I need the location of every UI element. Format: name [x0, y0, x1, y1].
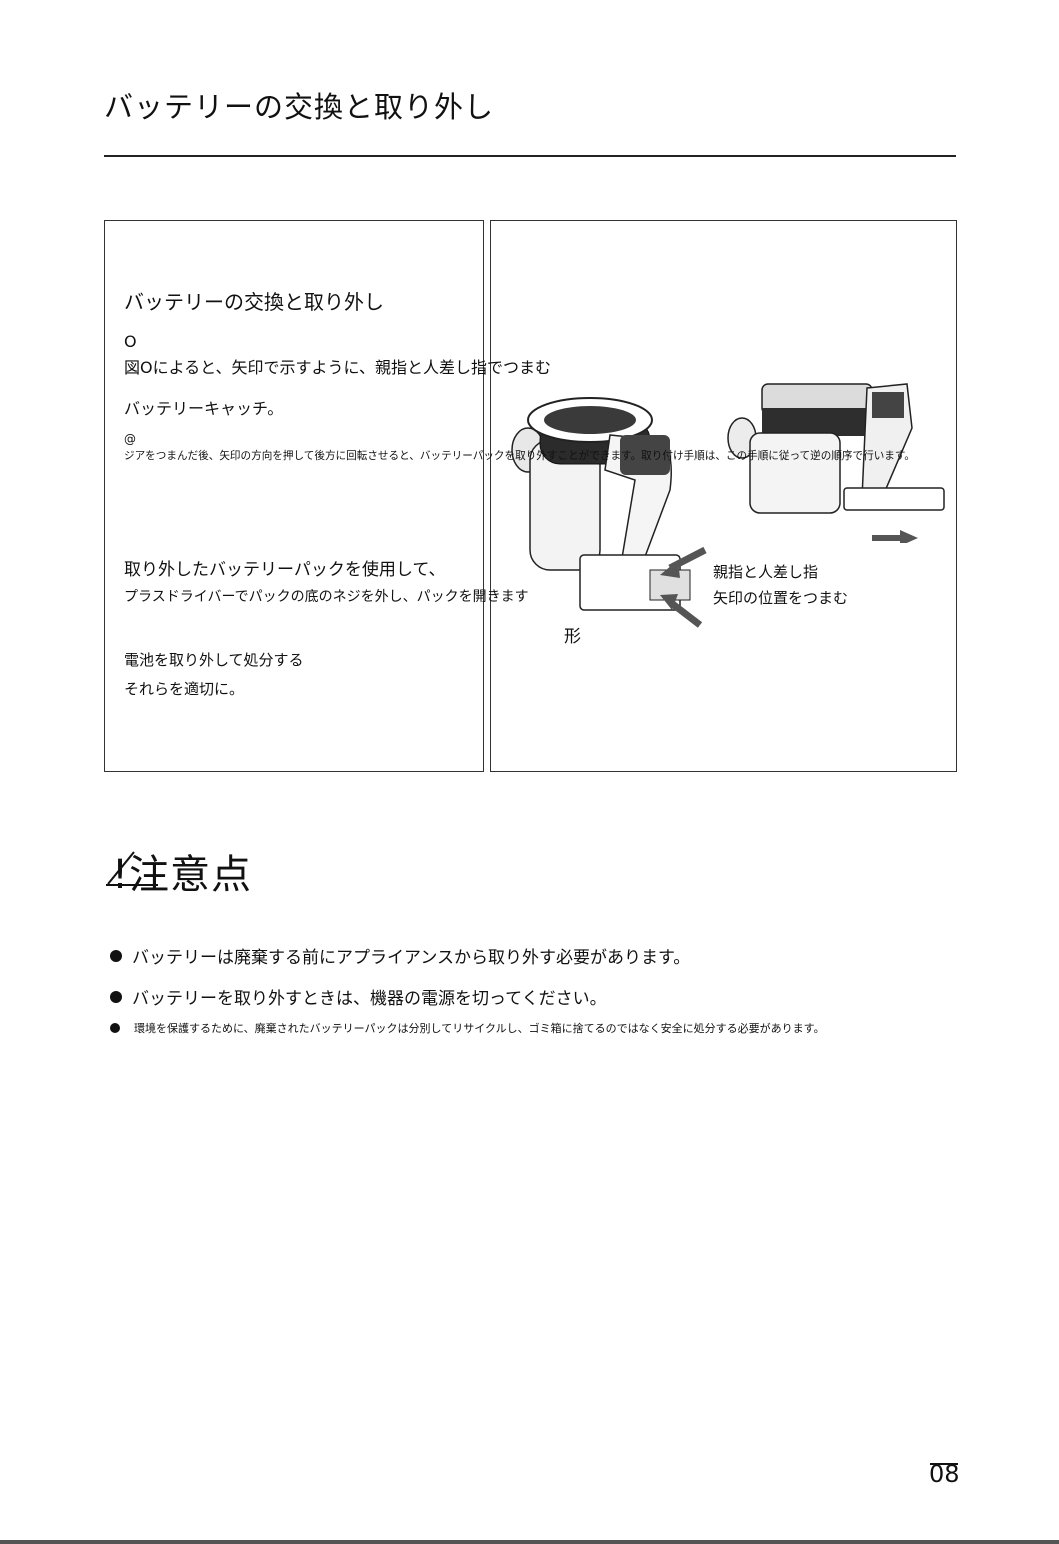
instructions-panel [104, 220, 484, 772]
vacuum-illustration-right [727, 383, 945, 543]
caution-item-text: バッテリーを取り外すときは、機器の電源を切ってください。 [132, 989, 607, 1009]
caution-item: 環境を保護するために、廃棄されたバッテリーパックは分別してリサイクルし、ゴミ箱に… [110, 1020, 825, 1036]
step3-text: 取り外したバッテリーパックを使用して、 [124, 560, 446, 580]
title-divider [104, 155, 956, 157]
bullet-icon [110, 990, 122, 1003]
panel-heading: バッテリーの交換と取り外し [124, 290, 384, 314]
callout-line-1: 親指と人差し指 [713, 563, 819, 581]
figure-label: 形 [564, 627, 581, 647]
step4-text: 電池を取り外して処分する [124, 651, 304, 669]
page-number-bar [930, 1463, 958, 1465]
warning-triangle-icon [107, 851, 135, 885]
caution-item-text: 環境を保護するために、廃棄されたバッテリーパックは分別してリサイクルし、ゴミ箱に… [134, 1022, 825, 1035]
bullet-icon [110, 949, 122, 962]
bottom-divider [0, 1540, 1059, 1544]
caution-item: バッテリーは廃棄する前にアプライアンスから取り外す必要があります。 [110, 943, 690, 968]
step1-marker: O [124, 332, 137, 351]
step1-text-2: バッテリーキャッチ。 [124, 399, 284, 418]
bullet-icon [110, 1023, 120, 1033]
callout-line-2: 矢印の位置をつまむ [713, 589, 849, 607]
step1-text: 図Oによると、矢印で示すように、親指と人差し指でつまむ [124, 358, 551, 377]
page-number: 08 [929, 1460, 960, 1488]
page-title: バッテリーの交換と取り外し [104, 90, 495, 124]
step2-text: ジアをつまんだ後、矢印の方向を押して後方に回転させると、バッテリーパックを取り外… [124, 450, 916, 462]
warning-underline [106, 884, 158, 886]
caution-item-text: バッテリーは廃棄する前にアプライアンスから取り外す必要があります。 [132, 948, 691, 968]
step2-marker: @ [124, 432, 136, 446]
step4-text-2: それらを適切に。 [124, 680, 245, 698]
vacuum-illustration-left [511, 397, 707, 628]
caution-title: !注意点 [112, 852, 253, 898]
illustration-panel [490, 220, 957, 772]
caution-item: バッテリーを取り外すときは、機器の電源を切ってください。 [110, 984, 607, 1009]
step3-subtext: プラスドライバーでパックの底のネジを外し、パックを開きます [124, 589, 529, 605]
